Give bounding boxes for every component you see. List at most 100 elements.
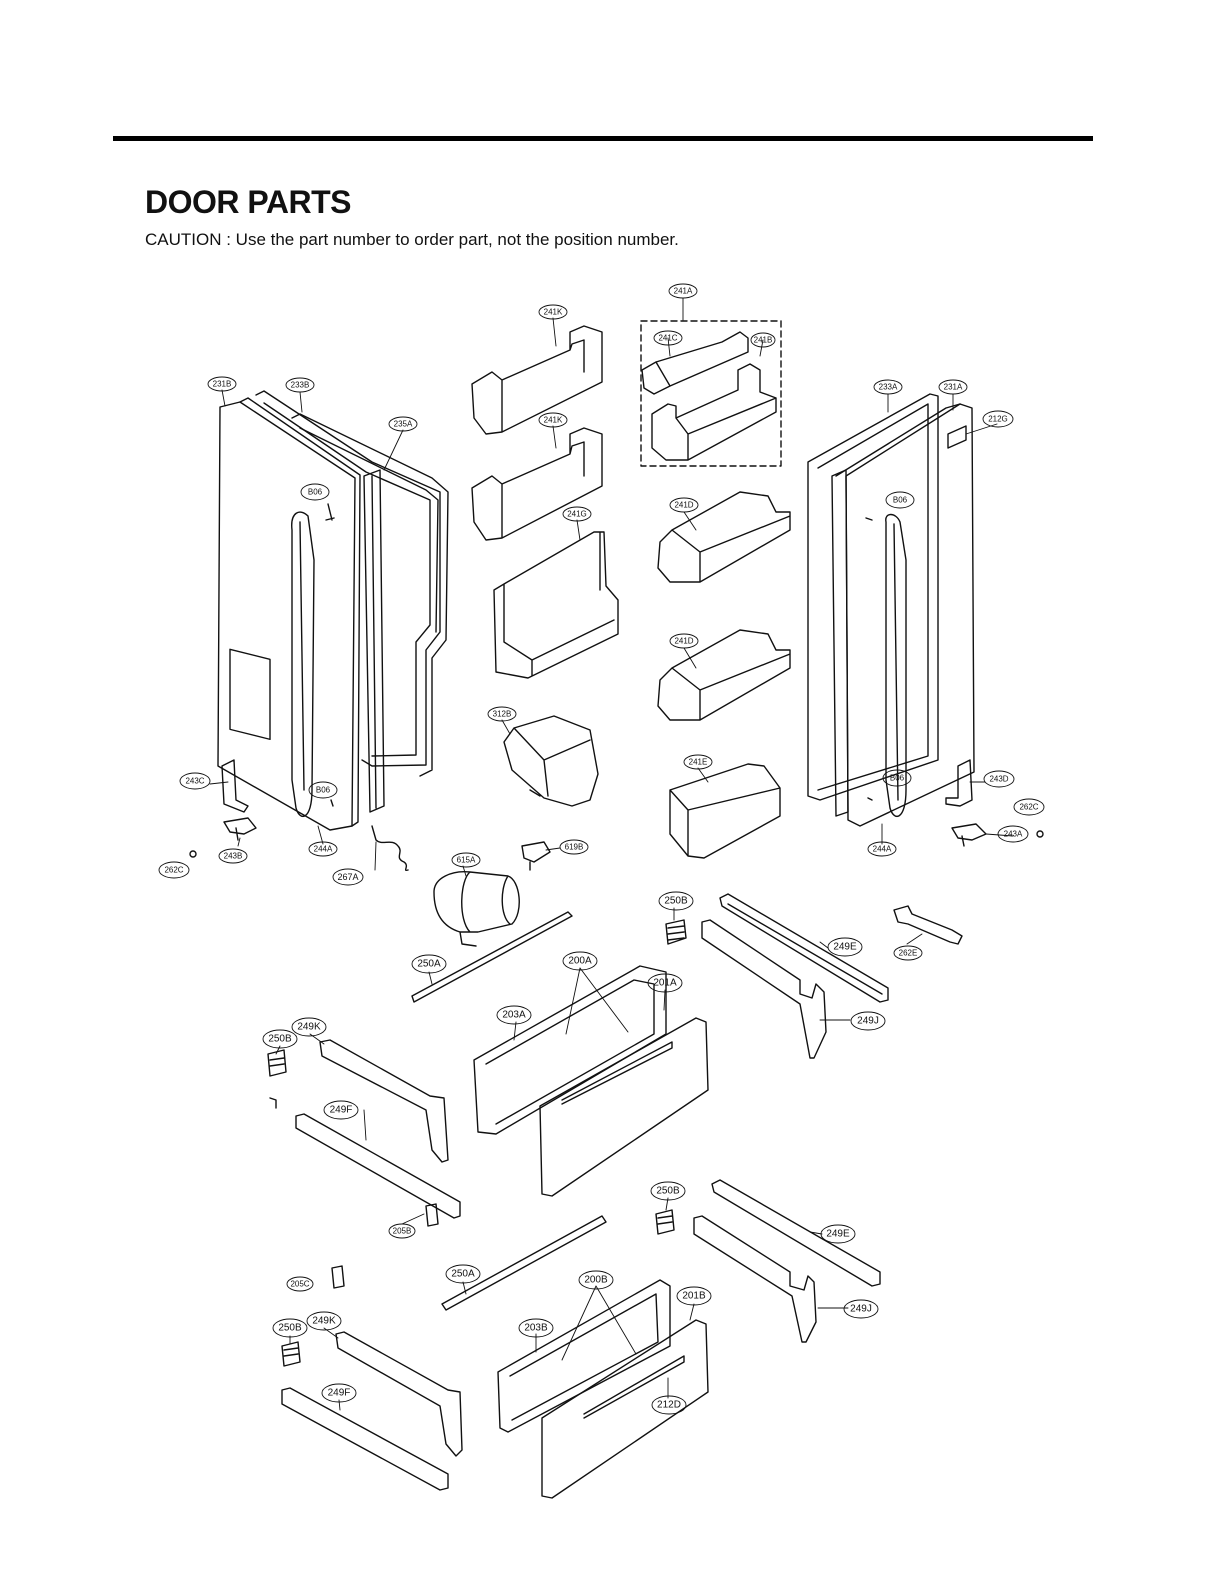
bin-241D-top — [657, 491, 791, 583]
callout-250B-4: 250B — [272, 1318, 308, 1338]
callout-203A: 203A — [496, 1005, 532, 1025]
callout-249K-2: 249K — [306, 1311, 342, 1331]
screw-B06-left-1 — [325, 503, 335, 521]
svg-text:241C: 241C — [658, 334, 677, 343]
svg-text:231B: 231B — [213, 380, 232, 389]
svg-text:201A: 201A — [653, 978, 677, 989]
ice-maker-615A — [433, 871, 520, 947]
svg-text:205B: 205B — [393, 1227, 412, 1236]
callout-249F-1: 249F — [323, 1100, 359, 1120]
drawer-upper-assembly — [267, 893, 963, 1227]
svg-text:267A: 267A — [337, 872, 358, 882]
callout-249K-1: 249K — [291, 1017, 327, 1037]
hinge-243B — [223, 817, 257, 841]
guide-250A-1 — [411, 911, 573, 1003]
callout-200B: 200B — [578, 1270, 614, 1290]
callout-205C: 205C — [286, 1276, 314, 1292]
screw-B06-left-2 — [330, 799, 334, 807]
svg-text:249F: 249F — [328, 1388, 351, 1399]
door-bins-right-column — [640, 320, 791, 859]
callout-250B-3: 250B — [650, 1181, 686, 1201]
rail-249E-1 — [719, 893, 889, 1003]
callout-labels: 241A 241K 241C 241B 231B 233B 233A 231A … — [158, 283, 1045, 1415]
svg-text:243B: 243B — [224, 852, 243, 861]
svg-text:249J: 249J — [850, 1304, 872, 1315]
callout-212D: 212D — [651, 1395, 687, 1415]
right-door-assembly — [807, 393, 1044, 847]
callout-249E-1: 249E — [827, 937, 863, 957]
callout-212G: 212G — [982, 410, 1014, 428]
callout-233A: 233A — [873, 379, 903, 395]
left-door-gasket-233B — [255, 390, 441, 767]
svg-text:244A: 244A — [314, 845, 333, 854]
pinion-250B-2 — [267, 1049, 287, 1077]
svg-text:241G: 241G — [567, 510, 587, 519]
bin-241E — [669, 763, 781, 859]
frame-203A — [473, 965, 667, 1135]
pinion-250B-3 — [655, 1209, 675, 1235]
callout-241K-mid: 241K — [538, 412, 568, 428]
svg-text:200B: 200B — [584, 1275, 608, 1286]
svg-text:619B: 619B — [565, 843, 584, 852]
svg-text:243D: 243D — [989, 775, 1008, 784]
left-door-panel — [217, 401, 356, 831]
callout-312B: 312B — [487, 706, 517, 722]
svg-text:243C: 243C — [185, 777, 204, 786]
bin-241K-mid — [471, 427, 603, 541]
bin-241C — [641, 331, 749, 395]
bin-241B — [651, 363, 777, 461]
left-door-handle-inner — [299, 521, 305, 791]
callout-243A: 243A — [997, 825, 1029, 843]
bin-241A-group-box — [640, 320, 782, 467]
callout-249F-2: 249F — [321, 1383, 357, 1403]
svg-text:241D: 241D — [674, 501, 693, 510]
callout-244A-right: 244A — [867, 841, 897, 857]
drawer-lower-assembly — [281, 1179, 881, 1499]
callout-241D-bottom: 241D — [669, 633, 699, 649]
callout-250A-1: 250A — [411, 954, 447, 974]
svg-text:250A: 250A — [451, 1269, 475, 1280]
svg-text:262E: 262E — [899, 949, 918, 958]
callout-262C-right: 262C — [1013, 798, 1045, 816]
svg-text:249J: 249J — [857, 1016, 879, 1027]
callout-241G: 241G — [562, 506, 592, 522]
left-door-label-plate — [229, 648, 271, 741]
svg-text:250A: 250A — [417, 959, 441, 970]
guide-250A-2 — [441, 1215, 607, 1311]
stopper-small — [269, 1097, 277, 1109]
bin-241D-bottom — [657, 629, 791, 721]
callout-619B: 619B — [559, 839, 589, 855]
callout-243C: 243C — [179, 772, 211, 790]
hinge-bracket-243D — [945, 759, 973, 807]
svg-text:250B: 250B — [664, 896, 688, 907]
callout-249J-1: 249J — [850, 1011, 886, 1031]
svg-text:241K: 241K — [544, 416, 563, 425]
callout-203B: 203B — [518, 1318, 554, 1338]
callout-241B: 241B — [750, 332, 776, 348]
callout-B06-1: B06 — [300, 483, 330, 501]
bin-241G — [493, 531, 619, 679]
svg-text:250B: 250B — [278, 1323, 302, 1334]
callout-241E: 241E — [683, 754, 713, 770]
callout-250B-2: 250B — [262, 1029, 298, 1049]
header-rule — [113, 136, 1093, 141]
rail-249F-2 — [281, 1387, 449, 1491]
svg-text:203B: 203B — [524, 1323, 548, 1334]
svg-text:249K: 249K — [312, 1316, 336, 1327]
valve-619B — [521, 841, 551, 871]
callout-200A: 200A — [562, 951, 598, 971]
right-door-handle — [885, 513, 907, 818]
svg-text:249E: 249E — [826, 1229, 850, 1240]
right-door-panel — [845, 403, 975, 827]
rail-249J-1 — [701, 919, 827, 1059]
callout-267A: 267A — [332, 868, 364, 886]
svg-text:262C: 262C — [164, 866, 183, 875]
callout-233B: 233B — [285, 377, 315, 393]
rail-249K-2 — [335, 1331, 463, 1457]
left-door-assembly — [189, 390, 449, 872]
screw-B06-right-1 — [865, 517, 873, 521]
callout-615A: 615A — [451, 852, 481, 868]
svg-text:241B: 241B — [754, 336, 773, 345]
svg-text:615A: 615A — [457, 856, 476, 865]
callout-241A: 241A — [668, 283, 698, 299]
